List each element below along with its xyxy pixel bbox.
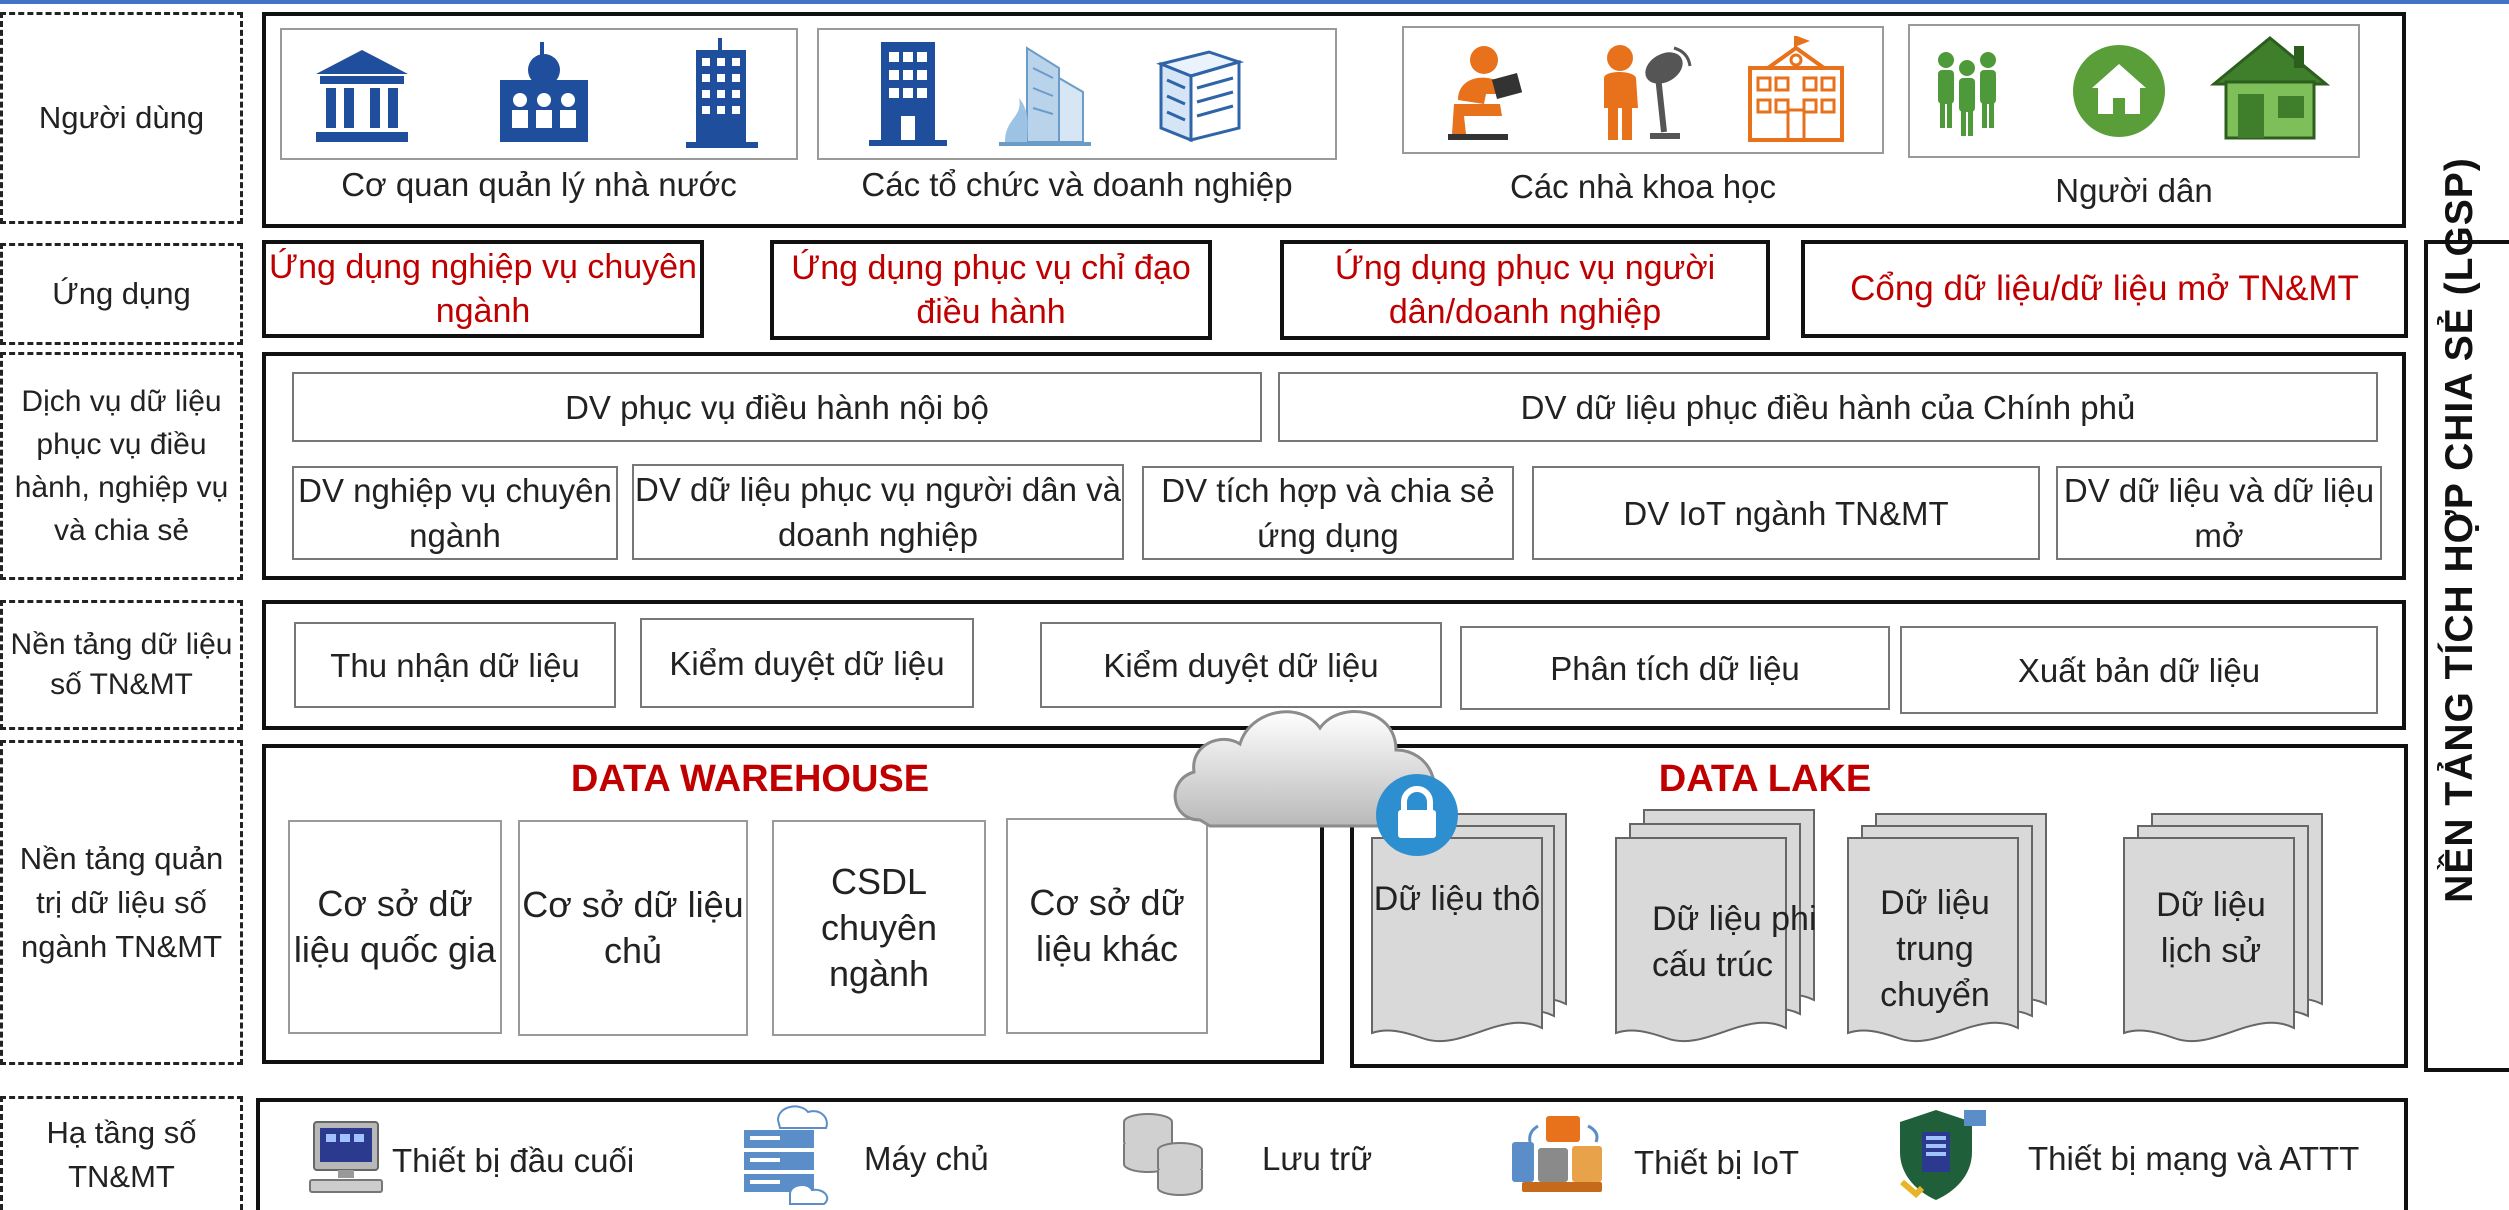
data-lake-title: DATA LAKE [1658, 758, 1872, 800]
db-other: Cơ sở dữ liệu khác [1006, 818, 1208, 1034]
db-national: Cơ sở dữ liệu quốc gia [288, 820, 502, 1034]
user-group-organizations [817, 28, 1337, 160]
service-iot: DV IoT ngành TN&MT [1532, 466, 2040, 560]
platform-step-review-1: Kiểm duyệt dữ liệu [640, 618, 974, 708]
platform-step-collect: Thu nhận dữ liệu [294, 622, 616, 708]
layer-label-apps: Ứng dụng [0, 243, 243, 345]
infra-storage-label: Lưu trữ [1262, 1140, 1373, 1177]
data-warehouse-title: DATA WAREHOUSE [570, 758, 930, 800]
platform-step-publish: Xuất bản dữ liệu [1900, 626, 2378, 714]
lock-icon [1376, 774, 1458, 856]
corporate-building-icon [1156, 50, 1245, 143]
service-specialized: DV nghiệp vụ chuyên ngành [292, 466, 618, 560]
lake-item-unstructured: Dữ liệu phi cấu trúc [1652, 900, 1817, 984]
app-citizens-business: Ứng dụng phục vụ người dân/doanh nghiệp [1280, 240, 1770, 340]
layer-label-services: Dịch vụ dữ liệu phục vụ điều hành, nghiệ… [0, 352, 243, 580]
db-master: Cơ sở dữ liệu chủ [518, 820, 748, 1036]
service-integration-sharing: DV tích hợp và chia sẻ ứng dụng [1142, 466, 1514, 560]
user-group-citizens-label: Người dân [2055, 172, 2213, 209]
user-group-government-label: Cơ quan quản lý nhà nước [341, 166, 737, 203]
service-government-data: DV dữ liệu phục điều hành của Chính phủ [1278, 372, 2378, 442]
university-icon [1748, 36, 1844, 142]
lake-item-transit: Dữ liệu trung chuyển [1880, 884, 1990, 1014]
app-direction: Ứng dụng phục vụ chỉ đạo điều hành [770, 240, 1212, 340]
house-icon [2210, 36, 2330, 140]
integration-platform-frame [2424, 240, 2509, 1072]
server-icon [744, 1105, 829, 1205]
platform-step-review-2: Kiểm duyệt dữ liệu [1040, 622, 1442, 708]
top-accent-line [0, 0, 2509, 4]
office-tower-icon [686, 38, 758, 148]
service-citizen-business-data: DV dữ liệu phục vụ người dân và doanh ng… [632, 464, 1124, 560]
city-hall-icon [500, 42, 588, 142]
user-group-government [280, 28, 798, 160]
layer-label-data-platform: Nền tảng dữ liệu số TN&MT [0, 600, 243, 730]
service-internal-operation: DV phục vụ điều hành nội bộ [292, 372, 1262, 442]
infra-server-label: Máy chủ [864, 1140, 989, 1177]
computer-terminal-icon [309, 1121, 383, 1193]
integration-platform-label: NỀN TẢNG TÍCH HỢP CHIA SẺ (LGSP) [2438, 157, 2481, 903]
layer-label-infra: Hạ tầng số TN&MT [0, 1096, 243, 1210]
app-open-data-portal: Cổng dữ liệu/dữ liệu mở TN&MT [1801, 240, 2408, 338]
government-building-icon [316, 50, 408, 142]
scientist-reading-icon [1448, 46, 1523, 140]
service-open-data: DV dữ liệu và dữ liệu mở [2056, 466, 2382, 560]
layer-label-governance: Nền tảng quản trị dữ liệu số ngành TN&MT [0, 740, 243, 1065]
lake-item-raw: Dữ liệu thô [1373, 880, 1541, 918]
lake-item-historical: Dữ liệu lịch sử [2156, 886, 2266, 970]
infra-terminal-label: Thiết bị đầu cuối [392, 1142, 635, 1179]
infra-iot-label: Thiết bị IoT [1634, 1144, 1800, 1181]
researcher-satellite-icon [1604, 45, 1692, 140]
layer-label-users: Người dùng [0, 12, 243, 224]
user-group-scientists [1402, 26, 1884, 154]
office-building-icon [869, 42, 947, 146]
home-circle-icon [2073, 45, 2165, 137]
database-storage-icon [1123, 1113, 1203, 1196]
infrastructure-band [256, 1098, 2408, 1210]
skyscraper-icon [999, 46, 1091, 146]
infra-network-label: Thiết bị mạng và ATTT [2028, 1140, 2360, 1177]
db-specialized: CSDL chuyên ngành [772, 820, 986, 1036]
people-group-icon [1938, 52, 1996, 136]
iot-devices-icon [1512, 1116, 1602, 1192]
user-group-citizens [1908, 24, 2360, 158]
network-security-icon [1900, 1110, 1986, 1200]
user-group-organizations-label: Các tổ chức và doanh nghiệp [861, 166, 1293, 203]
platform-step-analyze: Phân tích dữ liệu [1460, 626, 1890, 710]
app-specialized: Ứng dụng nghiệp vụ chuyên ngành [262, 240, 704, 338]
user-group-scientists-label: Các nhà khoa học [1509, 168, 1776, 205]
